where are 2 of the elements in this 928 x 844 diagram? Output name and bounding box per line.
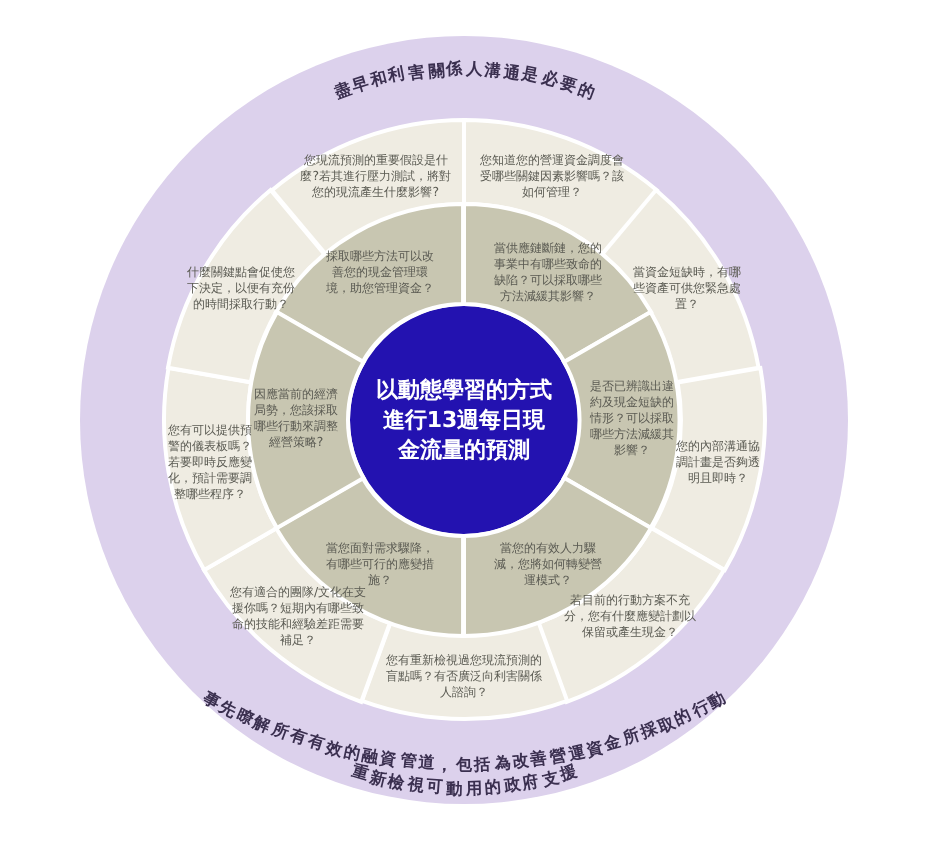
center-text: 以動態學習的方式進行13週每日現金流量的預測 [374,375,554,465]
ring-caption: 盡早和利害關係人溝通是必要的 [329,56,599,102]
